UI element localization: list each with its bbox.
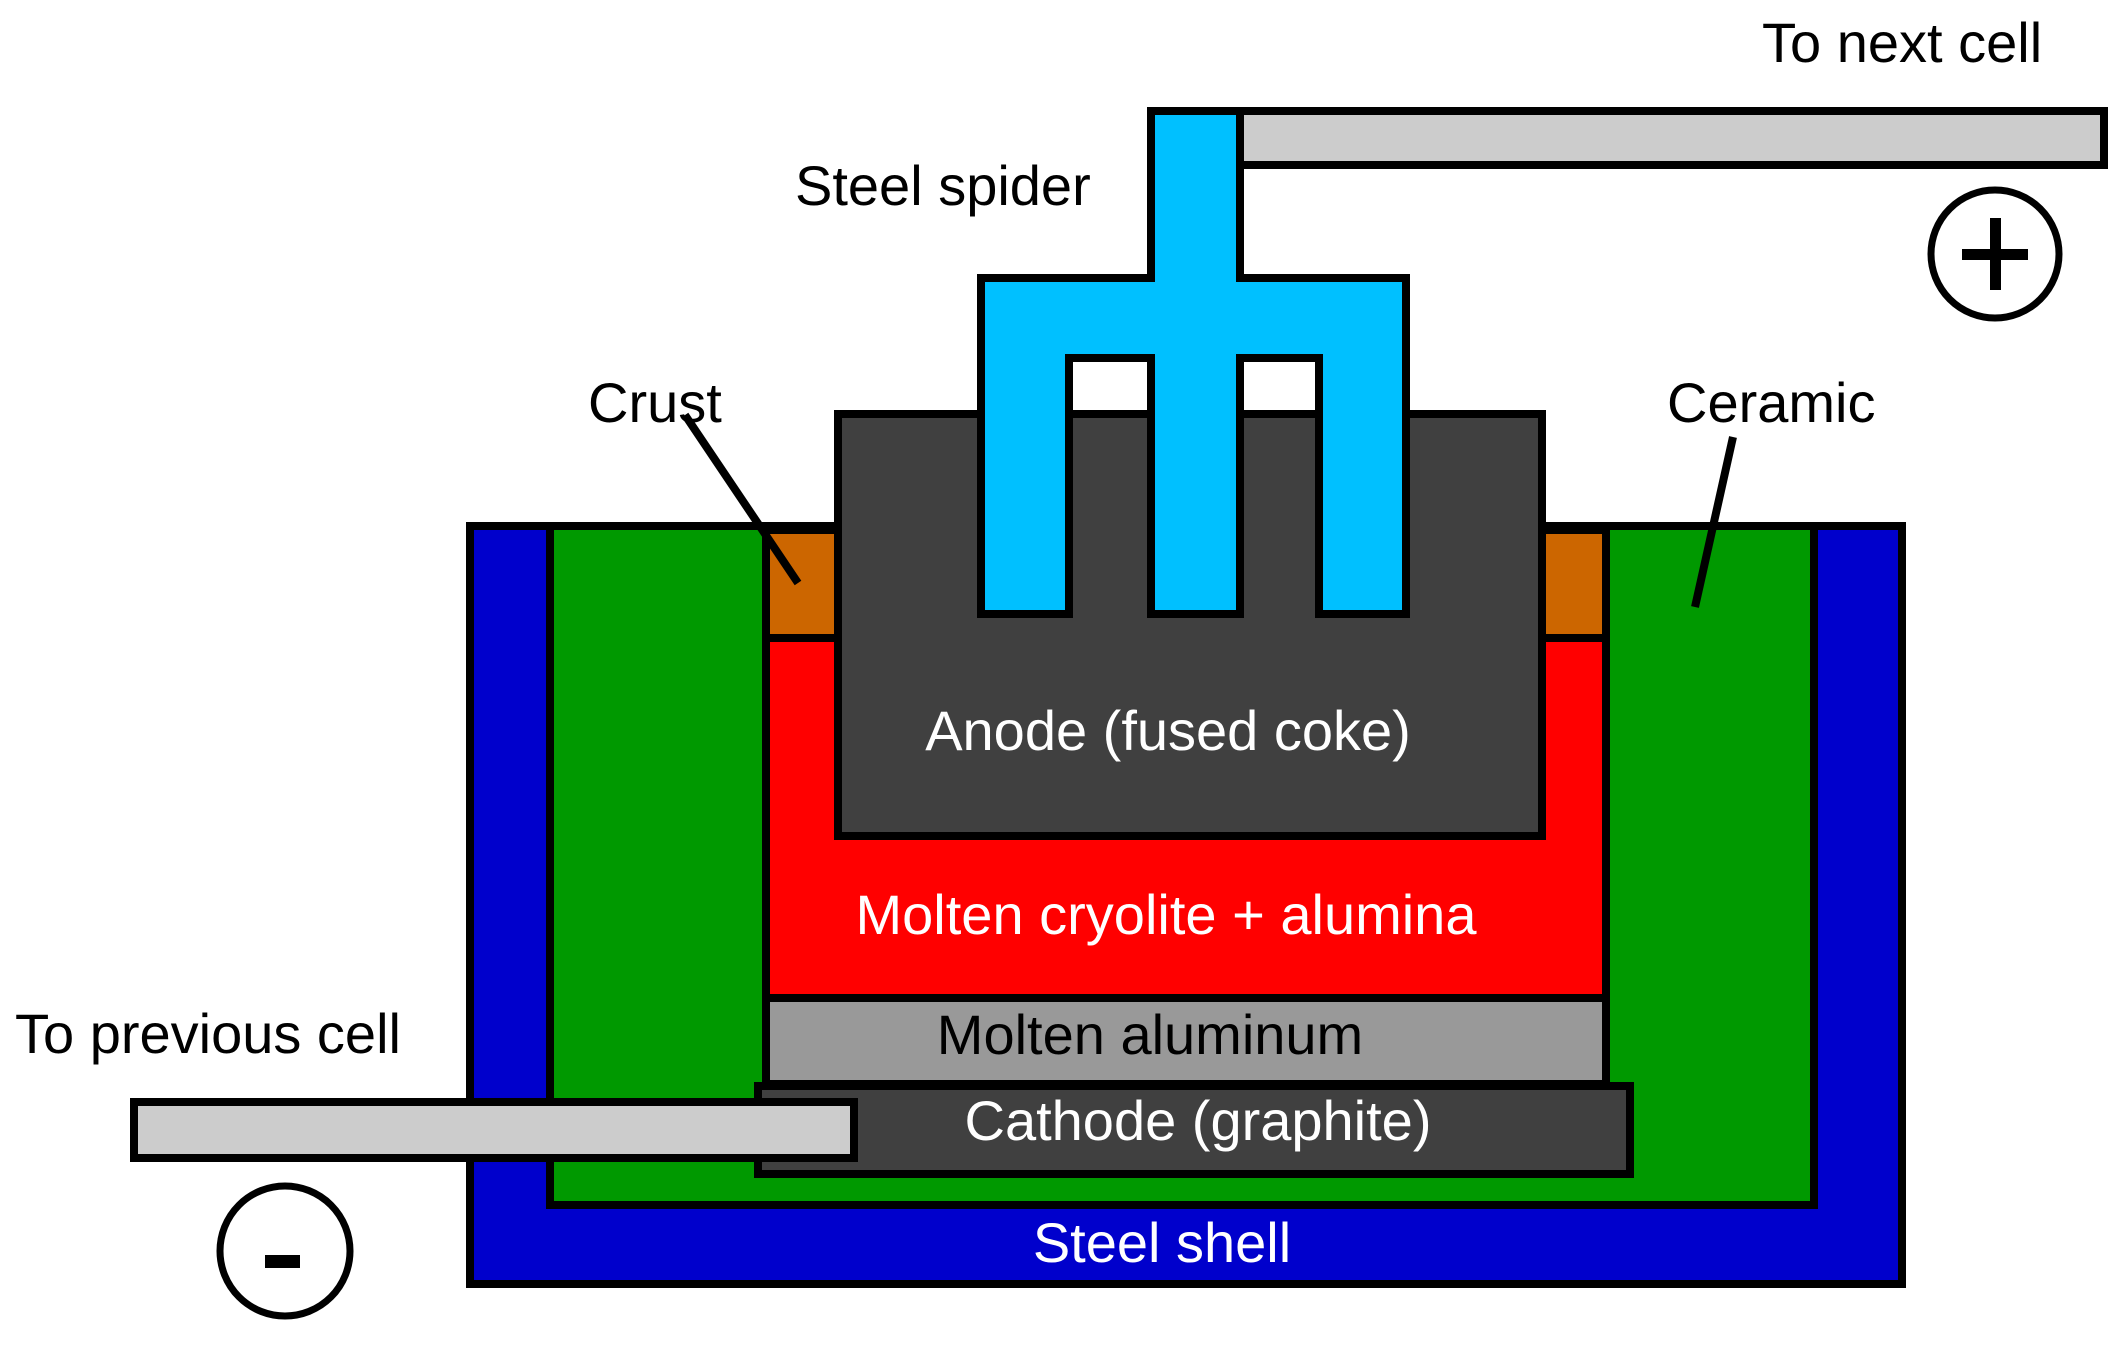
label-molten-aluminum: Molten aluminum: [937, 1003, 1363, 1066]
positive-terminal-symbol: [1927, 186, 2063, 322]
label-crust: Crust: [588, 371, 722, 434]
label-to-next-cell: To next cell: [1762, 11, 2042, 74]
negative-terminal-symbol: [216, 1182, 354, 1320]
negative-bus-bar: [130, 1098, 858, 1162]
minus-icon: [265, 1255, 300, 1268]
crust-leader-line: [681, 412, 802, 586]
label-anode: Anode (fused coke): [925, 699, 1411, 762]
ceramic-leader-line: [1691, 436, 1737, 608]
label-ceramic: Ceramic: [1667, 371, 1875, 434]
positive-bus-bar: [1232, 107, 2108, 169]
steel-spider: [977, 107, 1410, 618]
label-to-previous-cell: To previous cell: [15, 1002, 401, 1065]
label-steel-shell: Steel shell: [1033, 1211, 1291, 1274]
plus-icon-vertical: [1990, 218, 2001, 290]
label-cathode: Cathode (graphite): [965, 1089, 1432, 1152]
label-electrolyte: Molten cryolite + alumina: [856, 883, 1478, 946]
label-steel-spider: Steel spider: [795, 154, 1091, 217]
crust-right: [1534, 526, 1610, 642]
